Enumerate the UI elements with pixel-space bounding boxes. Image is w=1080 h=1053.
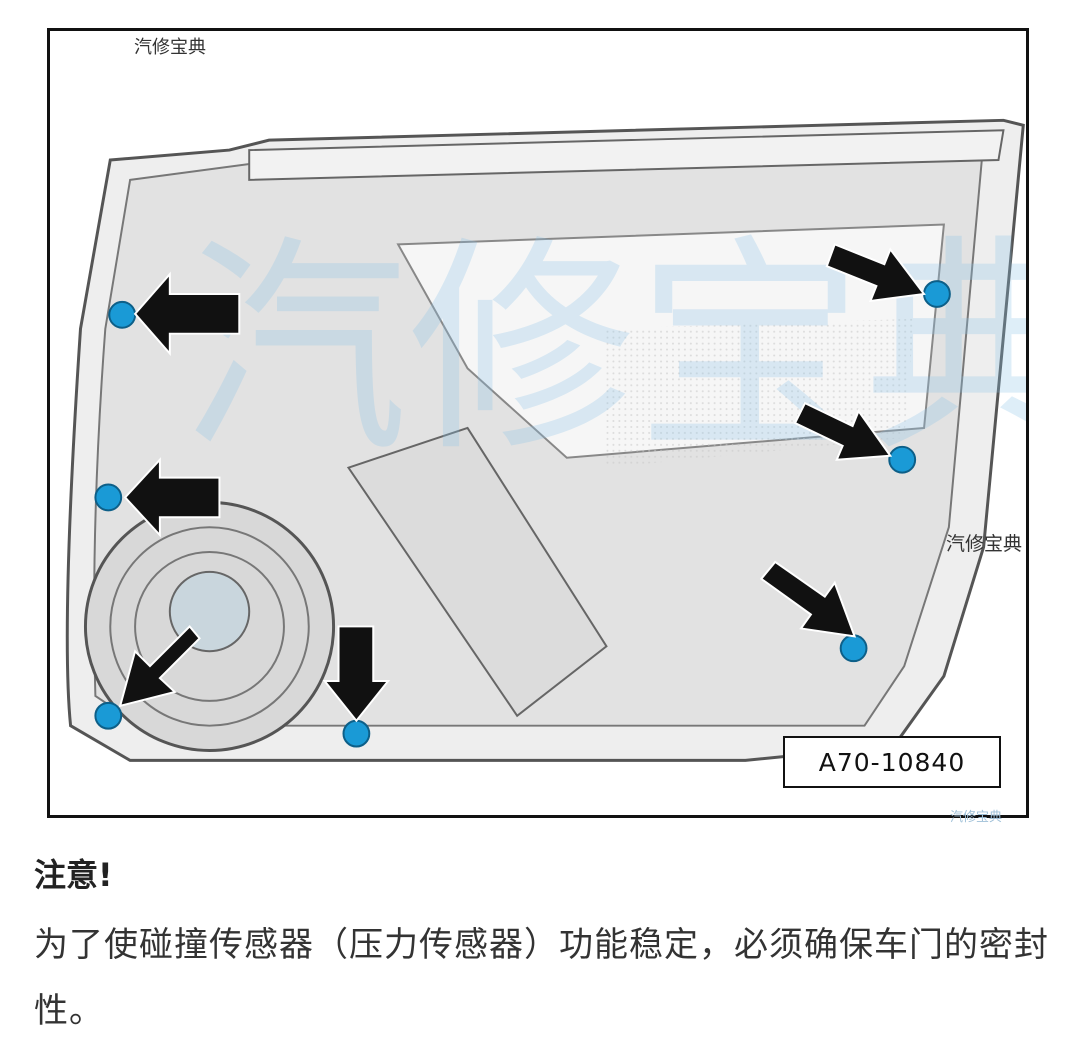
indicator-arrows — [118, 243, 926, 723]
arrow-lower-right — [759, 560, 857, 638]
side-watermark: 汽修宝典 — [946, 533, 1023, 555]
bolt-upper-left — [108, 300, 137, 329]
window-rail — [248, 129, 1005, 181]
bolt-middle-left — [94, 483, 123, 512]
arrow-middle-right — [793, 401, 893, 461]
arrow-lower-left — [118, 624, 201, 708]
svg-text:汽修宝典: 汽修宝典 — [180, 216, 1026, 482]
arrow-middle-left — [123, 457, 221, 538]
bottom-watermark: 汽修宝典 — [950, 810, 1003, 825]
arrow-bottom-center — [322, 625, 391, 723]
arrow-upper-right — [825, 243, 926, 303]
speaker — [83, 500, 336, 752]
door-illustration: 汽修宝典 — [65, 118, 1026, 762]
door-panel-diagram: 汽修宝典 汽修宝典 汽修宝典 A70-10840 — [47, 28, 1029, 818]
arrow-upper-left — [133, 271, 241, 357]
note-title: 注意! — [34, 856, 113, 894]
corner-watermark: 汽修宝典 — [134, 37, 206, 58]
bolt-upper-right — [923, 280, 951, 308]
bolt-lower-left — [94, 701, 123, 730]
bolt-middle-right — [888, 445, 917, 474]
bolt-lower-right — [839, 634, 868, 663]
door-module-cylinder — [346, 426, 608, 718]
note-body: 为了使碰撞传感器（压力传感器）功能稳定，必须确保车门的密封性。 — [34, 925, 1049, 1031]
figure-code-label: A70-10840 — [783, 736, 1001, 788]
bolt-bottom-center — [342, 719, 371, 748]
